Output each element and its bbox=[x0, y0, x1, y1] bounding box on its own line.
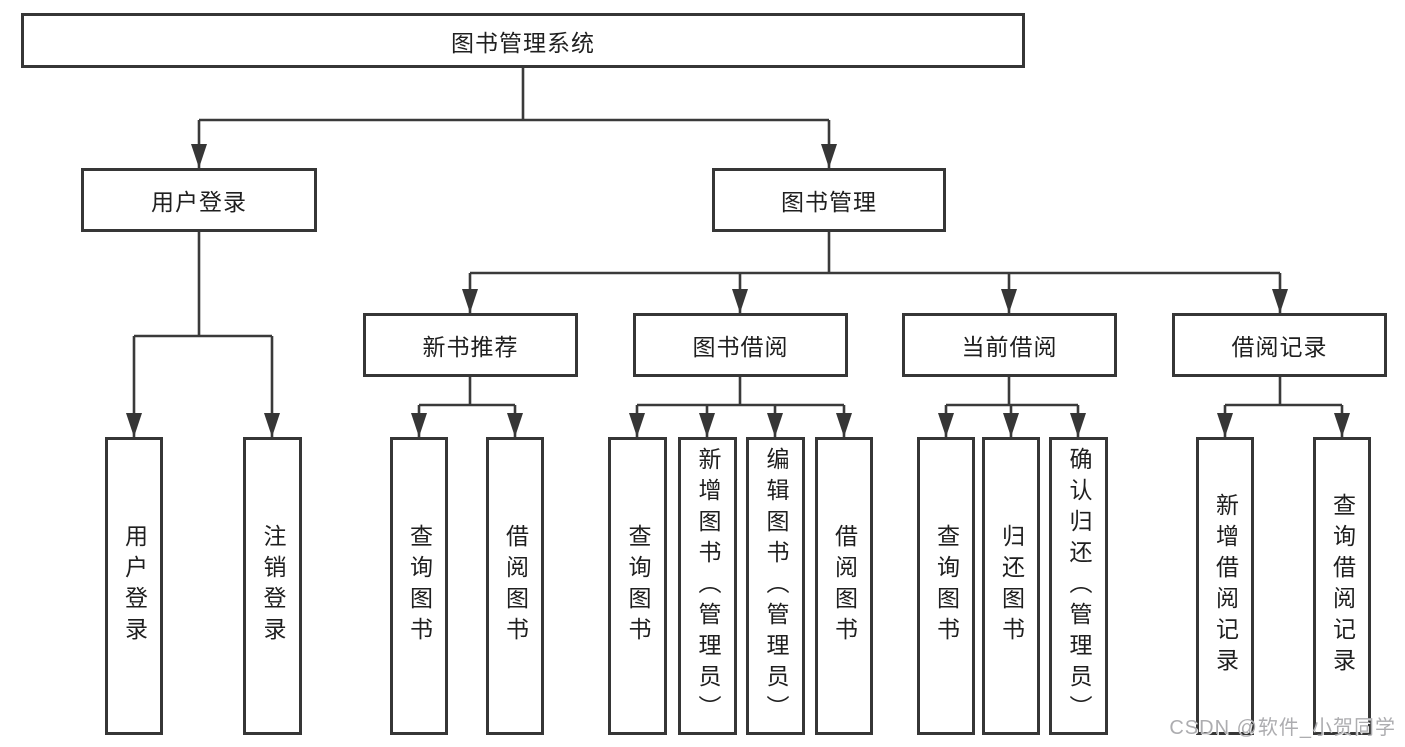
edge-book-management-trunk bbox=[470, 232, 1280, 275]
node-borrow-record: 借阅记录 bbox=[1172, 313, 1387, 377]
leaf-borrow-book: 借阅图书 bbox=[815, 437, 873, 735]
node-book-management: 图书管理 bbox=[712, 168, 946, 232]
edge-book-borrow-trunk bbox=[637, 377, 844, 407]
node-root-system: 图书管理系统 bbox=[21, 13, 1025, 68]
leaf-return-book: 归还图书 bbox=[982, 437, 1040, 735]
leaf-logout: 注销登录 bbox=[243, 437, 302, 735]
leaf-query-borrow-record: 查询借阅记录 bbox=[1313, 437, 1371, 735]
leaf-current-query-book: 查询图书 bbox=[917, 437, 975, 735]
edge-borrow-record-trunk bbox=[1225, 377, 1342, 407]
node-new-book-recommend: 新书推荐 bbox=[363, 313, 578, 377]
node-current-borrow: 当前借阅 bbox=[902, 313, 1117, 377]
leaf-add-borrow-record: 新增借阅记录 bbox=[1196, 437, 1254, 735]
leaf-borrow-query-book: 查询图书 bbox=[608, 437, 667, 735]
leaf-user-login: 用户登录 bbox=[105, 437, 163, 735]
leaf-confirm-return-admin: 确认归还（管理员） bbox=[1049, 437, 1108, 735]
edge-user-login-trunk bbox=[134, 232, 272, 338]
edge-new-book-trunk bbox=[419, 377, 515, 407]
leaf-edit-book-admin: 编辑图书（管理员） bbox=[746, 437, 805, 735]
node-book-borrow: 图书借阅 bbox=[633, 313, 848, 377]
edge-root-trunk bbox=[199, 68, 829, 122]
leaf-recommend-query-book: 查询图书 bbox=[390, 437, 448, 735]
node-user-login: 用户登录 bbox=[81, 168, 317, 232]
csdn-watermark: CSDN @软件_小贺同学 bbox=[1169, 717, 1396, 739]
leaf-recommend-borrow-book: 借阅图书 bbox=[486, 437, 544, 735]
edge-current-borrow-trunk bbox=[946, 377, 1078, 407]
leaf-add-book-admin: 新增图书（管理员） bbox=[678, 437, 737, 735]
